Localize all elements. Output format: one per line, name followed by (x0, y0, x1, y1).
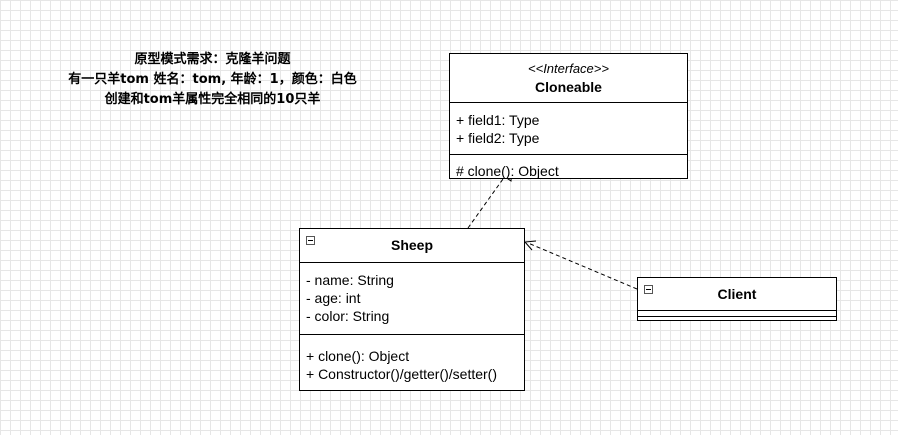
client-class-box[interactable]: Client (637, 277, 837, 321)
interface-stereotype: <<Interface>> (528, 61, 609, 76)
client-fields (638, 310, 836, 316)
note-line-1: 原型模式需求：克隆羊问题 (134, 52, 291, 67)
client-methods (638, 316, 836, 321)
sheep-class-box[interactable]: Sheep - name: String - age: int - color:… (299, 228, 525, 391)
collapse-icon[interactable] (306, 236, 315, 245)
sheep-method: + Constructor()/getter()/setter() (306, 366, 497, 382)
sheep-field: - name: String (306, 272, 394, 288)
cloneable-interface-box[interactable]: <<Interface>> Cloneable + field1: Type +… (449, 53, 688, 179)
sheep-name: Sheep (390, 237, 433, 253)
cloneable-field: + field2: Type (456, 130, 540, 146)
cloneable-field: + field1: Type (456, 112, 540, 128)
dependency-arrowhead (523, 240, 537, 251)
client-header: Client (638, 278, 836, 310)
sheep-methods: + clone(): Object + Constructor()/getter… (300, 334, 524, 390)
realization-arrow[interactable] (467, 171, 509, 229)
client-name: Client (717, 286, 757, 302)
sheep-field: - color: String (306, 308, 390, 324)
dependency-arrow[interactable] (527, 242, 638, 290)
cloneable-header: <<Interface>> Cloneable (450, 54, 687, 102)
note-line-2: 有一只羊tom 姓名：tom, 年龄：1，颜色：白色 (68, 72, 357, 87)
requirement-note: 原型模式需求：克隆羊问题 有一只羊tom 姓名：tom, 年龄：1，颜色：白色 … (40, 50, 385, 110)
cloneable-method: # clone(): Object (456, 163, 559, 179)
sheep-field: - age: int (306, 290, 361, 306)
cloneable-name: Cloneable (535, 79, 602, 95)
note-line-3: 创建和tom羊属性完全相同的10只羊 (104, 92, 321, 107)
collapse-icon[interactable] (644, 285, 653, 294)
sheep-header: Sheep (300, 229, 524, 262)
cloneable-fields: + field1: Type + field2: Type (450, 102, 687, 154)
sheep-method: + clone(): Object (306, 348, 410, 364)
cloneable-methods: # clone(): Object (450, 154, 687, 179)
sheep-fields: - name: String - age: int - color: Strin… (300, 262, 524, 334)
